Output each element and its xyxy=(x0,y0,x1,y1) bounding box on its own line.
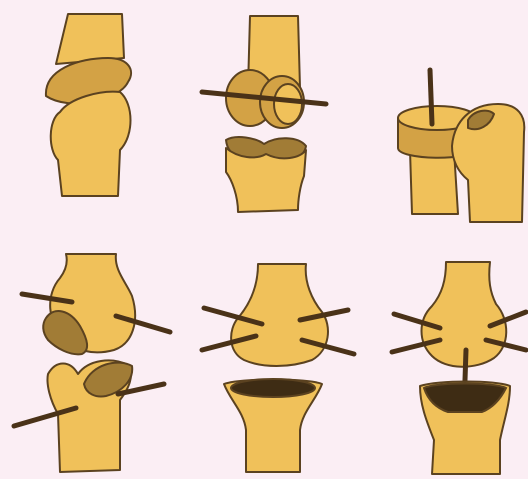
ellipsoid-cup-cavity xyxy=(231,379,315,397)
panel-hinge xyxy=(46,14,131,196)
hinge-lower-bone xyxy=(51,92,131,196)
panel-saddle xyxy=(14,254,170,472)
pivot3-left-shaft xyxy=(410,150,458,214)
pivot2-right-condyle-face xyxy=(274,84,302,124)
hinge-upper-bone xyxy=(56,14,124,64)
panel-pivot-condyles xyxy=(202,16,326,212)
panel-ball-socket xyxy=(392,262,526,474)
pivot2-lower-bone xyxy=(226,148,306,212)
panel-ellipsoid xyxy=(202,264,354,472)
panel-pivot-vertical xyxy=(398,70,524,222)
pivot3-axis-rod xyxy=(430,70,432,124)
